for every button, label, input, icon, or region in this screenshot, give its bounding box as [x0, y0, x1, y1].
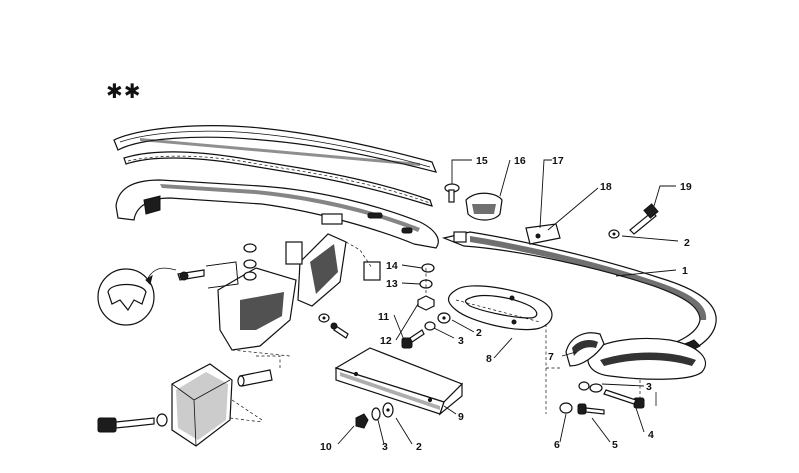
callout-labels: 1 2 2 2 3 3 3 4 5 6 7 8 9 10 11 12 13 14…	[320, 155, 692, 453]
washer-part-14	[421, 263, 435, 273]
bumper-end-piece	[587, 337, 707, 380]
callout-label-7: 7	[548, 351, 554, 363]
callout-label-11: 11	[378, 311, 389, 323]
callout-label-2: 2	[684, 237, 690, 249]
bolt-part-4	[603, 389, 645, 409]
callout-label-13: 13	[386, 278, 398, 290]
detail-callout-circle	[97, 267, 177, 326]
u-bolt	[177, 261, 239, 289]
nut-part-12	[417, 295, 435, 311]
upper-trim-strip	[113, 125, 437, 173]
callout-label-10: 10	[320, 441, 332, 453]
clip-part-16	[465, 192, 503, 221]
header-star-glyphs: ✱✱	[106, 79, 142, 103]
guard-pad-part-7	[565, 332, 605, 367]
bolt-part-11	[401, 329, 425, 349]
lock-washer-part-3-middle	[424, 321, 436, 331]
callout-label-16: 16	[514, 155, 526, 167]
nut-part-6	[559, 402, 573, 414]
rubber-strip	[123, 151, 433, 207]
small-nuts	[243, 243, 257, 281]
callout-label-12: 12	[380, 335, 392, 347]
left-bracket-assembly	[217, 233, 381, 351]
callout-label-1: 1	[682, 265, 688, 277]
screw-part-15	[444, 183, 460, 203]
oval-bracket-part-8	[447, 285, 553, 331]
callout-label-15: 15	[476, 155, 488, 167]
washer-part-2-bottom	[382, 402, 394, 418]
upper-bumper-bar	[115, 179, 439, 249]
callout-label-6: 6	[554, 439, 560, 451]
washer-near-bracket	[318, 313, 330, 323]
callout-label-14: 14	[386, 260, 398, 272]
callout-label-17: 17	[552, 155, 564, 167]
callout-label-2: 2	[416, 441, 422, 453]
callout-label-5: 5	[612, 439, 618, 451]
callout-label-9: 9	[458, 411, 464, 423]
lock-washer-part-3-bottom	[371, 407, 381, 421]
spacer-pin	[237, 369, 273, 387]
callout-label-3: 3	[646, 381, 652, 393]
long-bolt-left	[97, 413, 168, 433]
bolt-part-19	[629, 203, 659, 235]
bolt-part-5	[577, 403, 605, 415]
callout-label-2: 2	[476, 327, 482, 339]
plate-part-17	[525, 223, 561, 245]
washer-part-2-right	[608, 229, 620, 239]
callout-label-8: 8	[486, 353, 492, 365]
washer-part-2-middle	[437, 312, 451, 324]
nut-part-10	[355, 413, 369, 429]
callout-label-3: 3	[458, 335, 464, 347]
callout-label-19: 19	[680, 181, 692, 193]
leader-lines	[337, 159, 679, 445]
assembly-guide-lines	[229, 241, 641, 423]
callout-label-4: 4	[648, 429, 654, 441]
callout-label-18: 18	[600, 181, 612, 193]
washers-part-3-right	[578, 381, 603, 393]
callout-label-3: 3	[382, 441, 388, 453]
rubber-block	[171, 363, 233, 447]
screw-near-bracket	[330, 322, 349, 339]
bar-part-9	[334, 347, 464, 416]
